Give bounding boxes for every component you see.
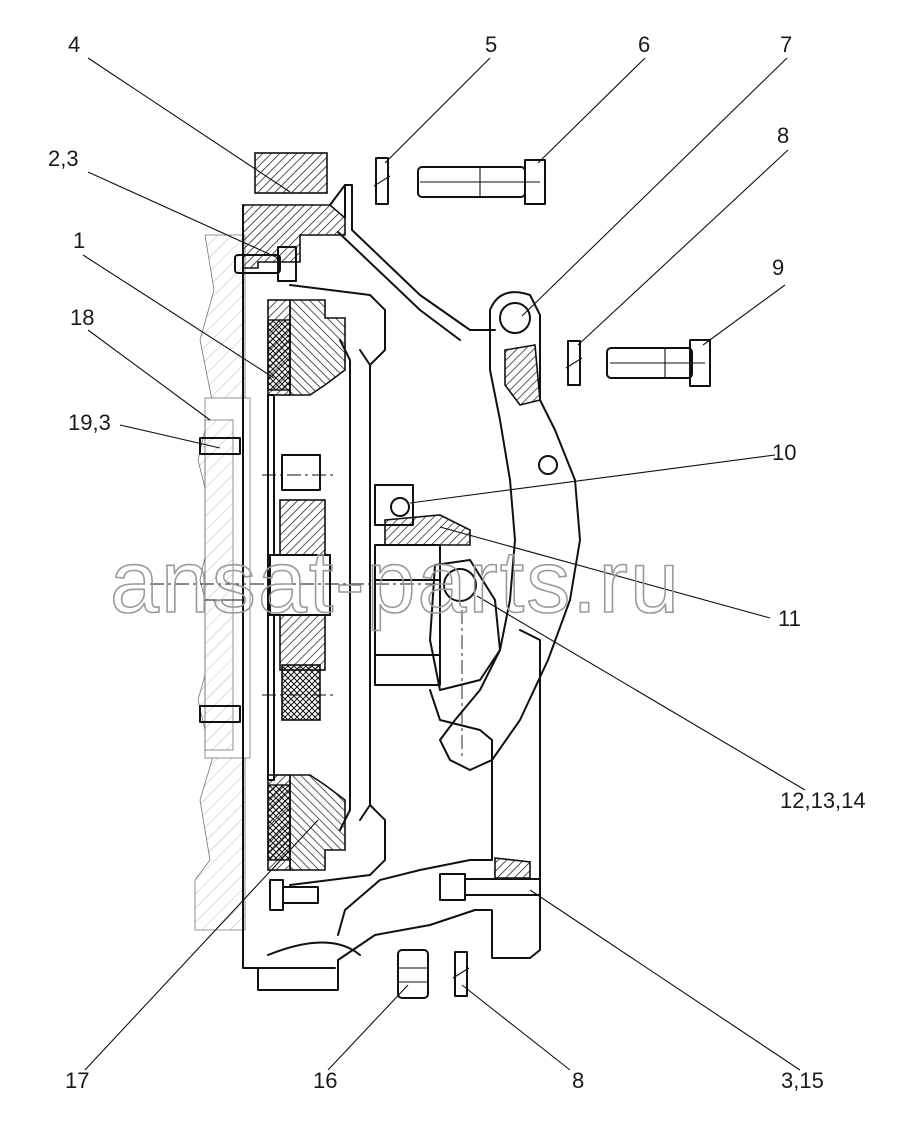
pressure-plate [267,284,386,886]
callout-9: 9 [772,255,784,280]
callout-2-3: 2,3 [48,146,79,171]
clutch-disc [150,394,450,781]
clutch-housing [242,152,541,991]
release-bearing [374,484,471,686]
callout-labels: 4 5 6 7 8 2,3 1 18 9 19,3 10 11 12,13,14… [48,32,866,1093]
callout-4: 4 [68,32,80,57]
washer-8-bottom [452,951,470,997]
callout-1: 1 [73,228,85,253]
bolt-3-15 [439,857,541,901]
callout-8-bottom: 8 [572,1068,584,1093]
callout-12-13-14: 12,13,14 [780,788,866,813]
callout-18: 18 [70,305,94,330]
callout-17: 17 [65,1068,89,1093]
nut-16 [397,949,429,999]
callout-16: 16 [313,1068,337,1093]
bolt-9 [606,339,711,387]
callout-11: 11 [778,606,801,631]
callout-8-top: 8 [777,123,789,148]
leader-lines [82,57,806,1071]
bolt-6 [417,159,546,205]
watermark: ansat-parts.ru [110,532,681,631]
callout-10: 10 [772,440,796,465]
callout-6: 6 [638,32,650,57]
callout-7: 7 [780,32,792,57]
washer-8-top [565,340,583,386]
bolt-2-3 [234,246,297,282]
pressure-plate-bolt [269,879,319,911]
callout-19-3: 19,3 [68,410,111,435]
release-fork [429,291,581,771]
callout-3-15: 3,15 [781,1068,824,1093]
bolt-19-3 [199,437,241,723]
washer-5 [373,157,391,205]
callout-5: 5 [485,32,497,57]
